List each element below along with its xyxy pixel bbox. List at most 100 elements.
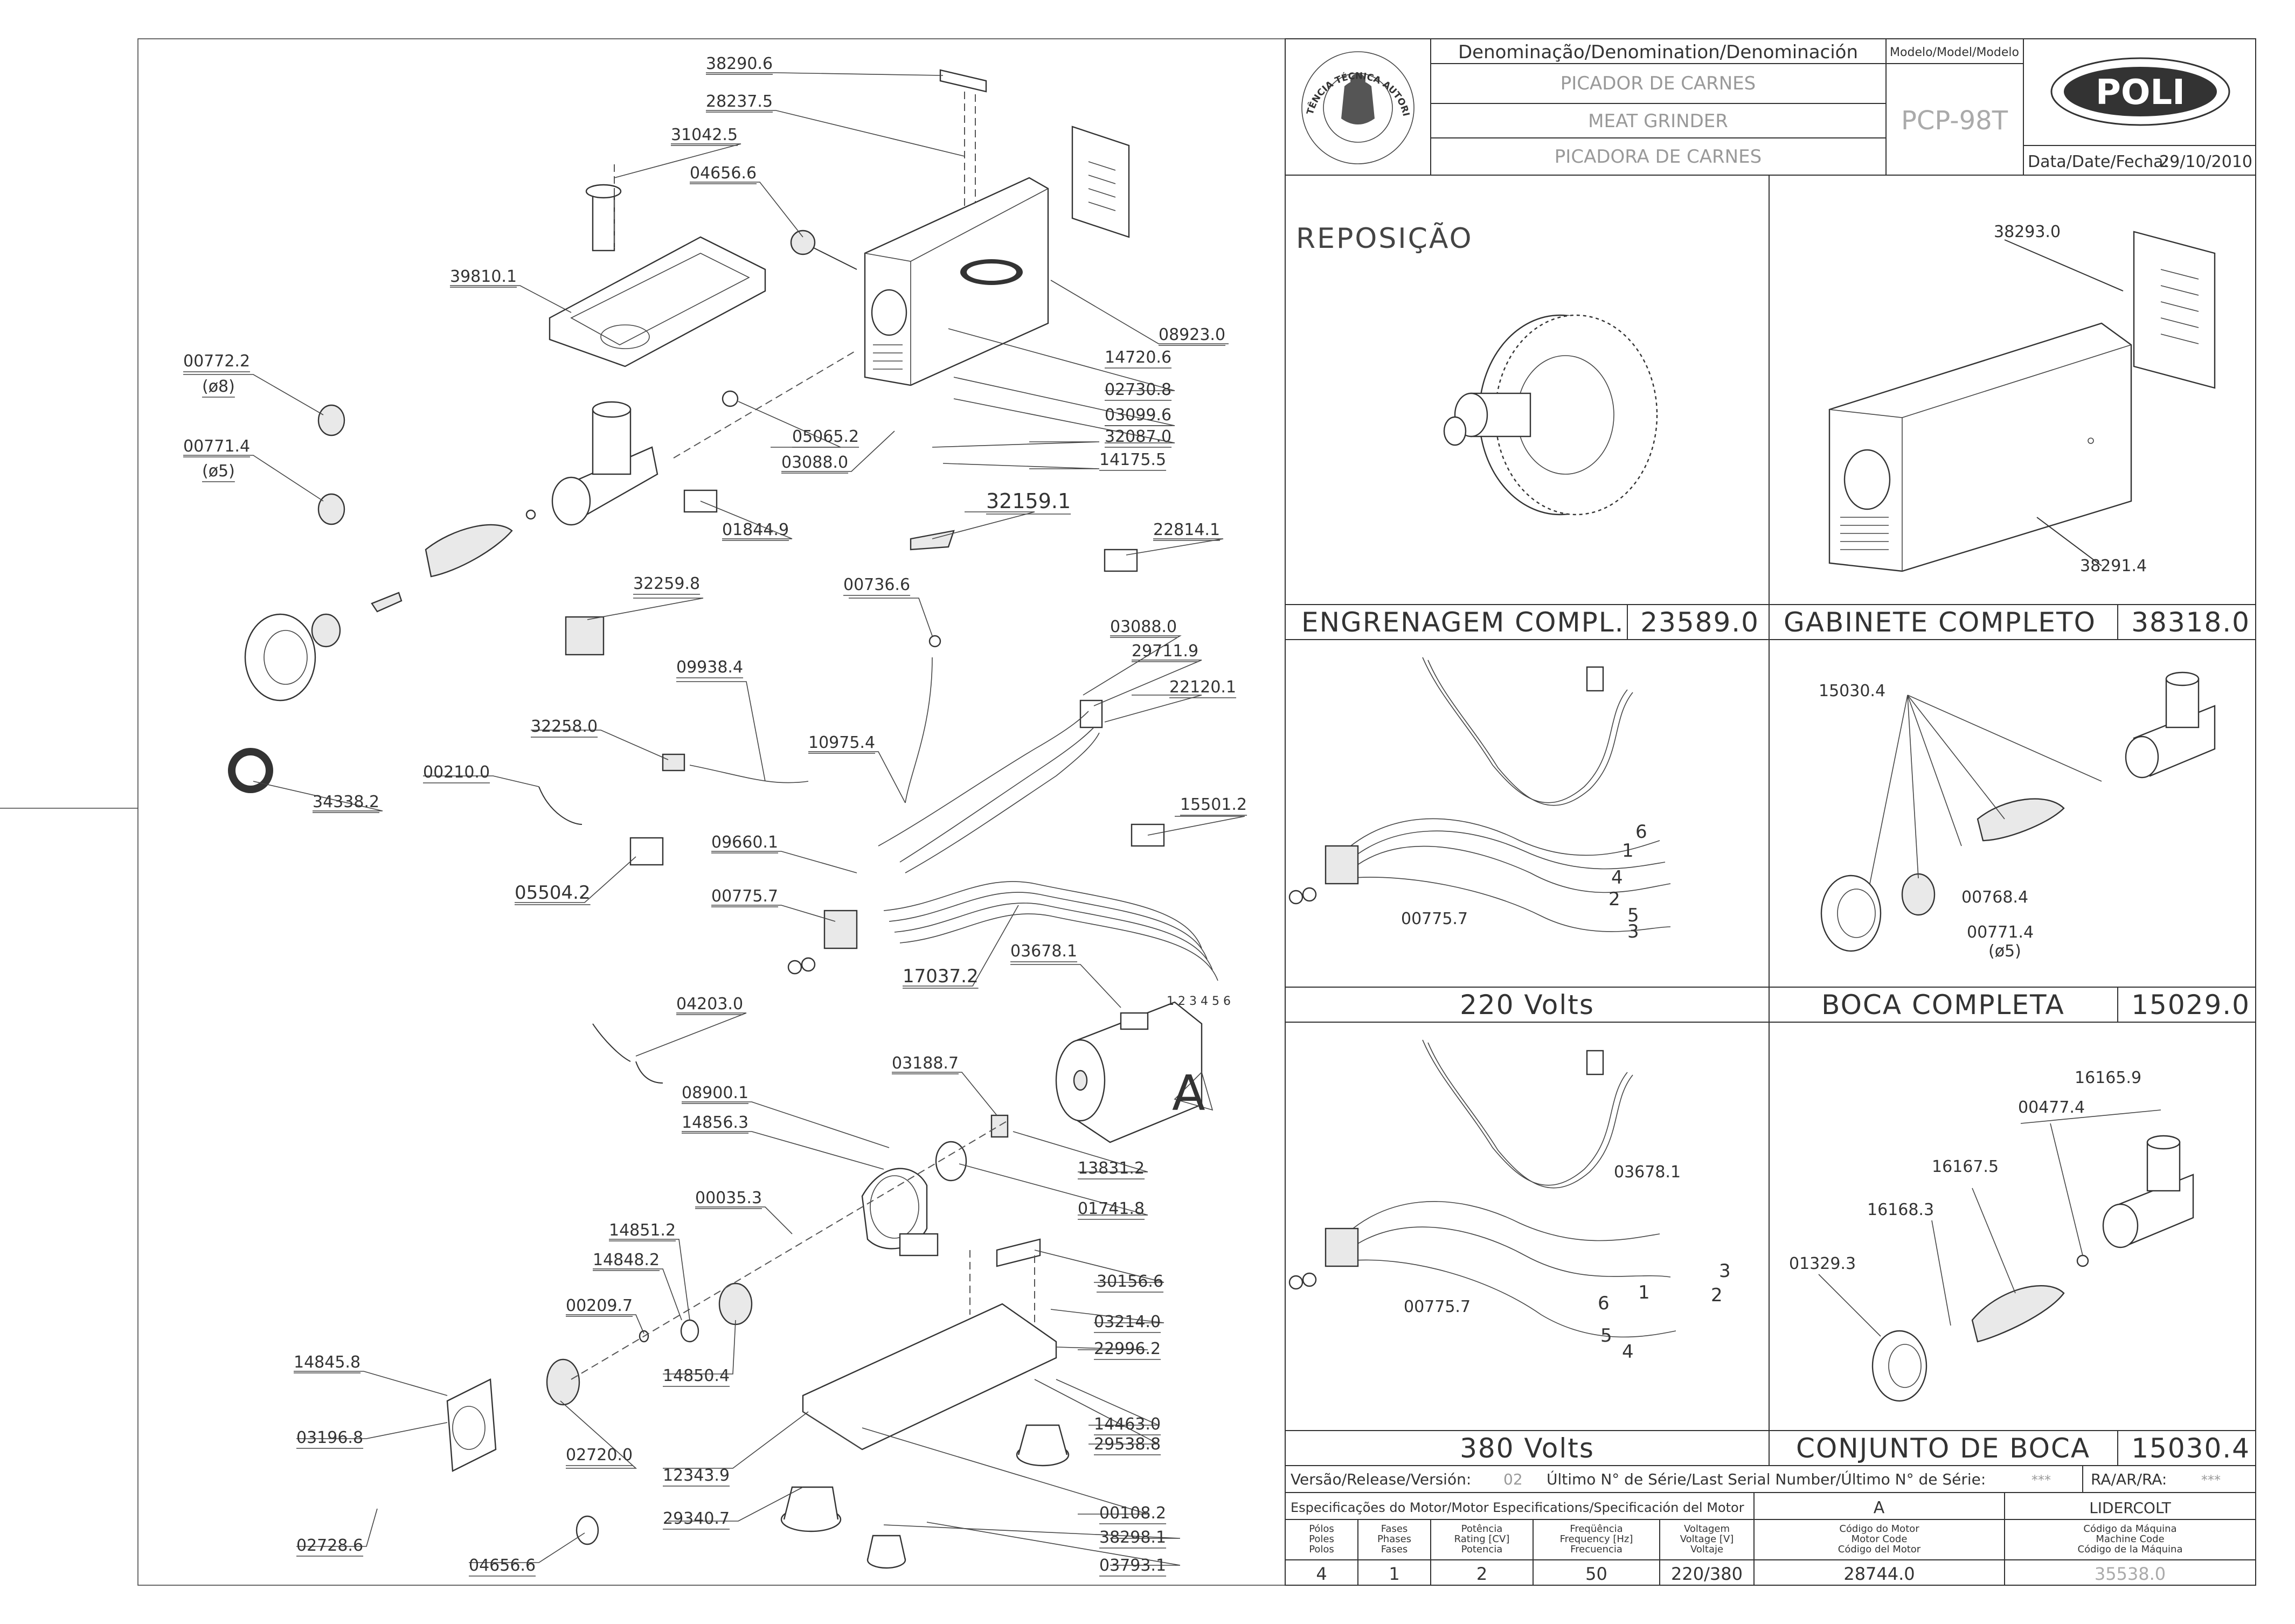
- part-00210-0: 00210.0: [423, 763, 490, 782]
- part-29340-7: 29340.7: [663, 1509, 730, 1528]
- part-00108-2: 00108.2: [1099, 1504, 1166, 1523]
- spec-column-label: Fases: [1381, 1544, 1408, 1555]
- main-part-labels: 38290.6 28237.5 31042.5 04656.6 39810.1 …: [183, 54, 1247, 1577]
- part-00736-6: 00736.6: [843, 575, 910, 594]
- spec-column-label: Potencia: [1461, 1544, 1503, 1555]
- wire-220v-1: 1: [1622, 840, 1634, 862]
- panel-code-boca: 15029.0: [2131, 989, 2250, 1021]
- part-31042-5: 31042.5: [671, 126, 738, 144]
- part-14175-5: 14175.5: [1099, 450, 1166, 469]
- part-00772-2-diameter: (ø8): [202, 377, 235, 396]
- boca-knife-part-number: 00768.4: [1961, 888, 2028, 907]
- switch-220v-part-number: 00775.7: [1401, 910, 1468, 928]
- boca-plate-part-number: 00771.4: [1967, 923, 2034, 942]
- denomination-label: Denominação/Denomination/Denominación: [1458, 41, 1858, 63]
- part-14720-6: 14720.6: [1105, 348, 1171, 367]
- wire-220v-5: 5: [1627, 905, 1639, 926]
- part-08923-0: 08923.0: [1159, 325, 1225, 344]
- part-00209-7: 00209.7: [566, 1296, 633, 1315]
- serial-label: Último N° de Série/Last Serial Number/Úl…: [1547, 1470, 1986, 1488]
- part-01844-9: 01844.9: [722, 520, 789, 539]
- wire-380v-6: 6: [1598, 1293, 1610, 1314]
- spec-column-value: 50: [1585, 1564, 1607, 1584]
- part-04656-6-nut: 04656.6: [469, 1556, 536, 1575]
- conjunto-part-16165-9: 16165.9: [2075, 1068, 2141, 1087]
- wire-220v-4: 4: [1611, 867, 1623, 889]
- version-label: Versão/Release/Versión:: [1291, 1470, 1471, 1488]
- motor-column-a: A: [1874, 1498, 1885, 1517]
- motor-wire-numbers: 1 2 3 4 5 6: [1167, 995, 1231, 1008]
- part-32087-0: 32087.0: [1105, 427, 1171, 446]
- wire-220v-3: 3: [1627, 921, 1639, 942]
- spec-column-label: Potência: [1461, 1523, 1503, 1535]
- part-04203-0: 04203.0: [676, 995, 743, 1014]
- product-name-pt: PICADOR DE CARNES: [1561, 73, 1756, 94]
- part-03088-0-bracket: 03088.0: [781, 453, 848, 472]
- part-14851-2: 14851.2: [609, 1221, 676, 1240]
- model-value: PCP-98T: [1901, 106, 2008, 136]
- spec-column-value: 1: [1389, 1564, 1399, 1584]
- ra-value: ***: [2201, 1473, 2221, 1488]
- poli-logo: POLI: [2050, 57, 2230, 126]
- part-22996-2: 22996.2: [1094, 1340, 1161, 1358]
- part-03196-8: 03196.8: [296, 1428, 363, 1447]
- spec-column-label: Código de la Máquina: [2078, 1544, 2183, 1555]
- wiring-380v-illustration: [1288, 1039, 1676, 1338]
- spec-column-label: Freqüência: [1570, 1523, 1623, 1535]
- wiring-220v-illustration: [1288, 657, 1671, 932]
- part-34338-2: 34338.2: [313, 793, 379, 811]
- part-32259-8: 32259.8: [633, 574, 700, 593]
- part-00775-7: 00775.7: [711, 887, 778, 906]
- wire-220v-2: 2: [1608, 889, 1620, 910]
- spec-column-value: 220/380: [1671, 1564, 1743, 1584]
- conjunto-part-16168-3: 16168.3: [1867, 1200, 1934, 1219]
- part-09938-4: 09938.4: [676, 658, 743, 677]
- part-05065-2: 05065.2: [792, 427, 859, 446]
- part-03678-1: 03678.1: [1010, 942, 1077, 961]
- part-00772-2: 00772.2: [183, 352, 250, 371]
- wire-380v-2: 2: [1711, 1285, 1723, 1306]
- part-29538-8: 29538.8: [1094, 1435, 1161, 1454]
- spec-column-label: Phases: [1377, 1533, 1411, 1545]
- part-22814-1: 22814.1: [1153, 520, 1220, 539]
- exploded-view: [228, 69, 1218, 1569]
- panel-title-conjunto: CONJUNTO DE BOCA: [1796, 1433, 2090, 1464]
- conjunto-part-16167-5: 16167.5: [1932, 1157, 1999, 1176]
- part-12343-9: 12343.9: [663, 1466, 730, 1485]
- panel-title-boca: BOCA COMPLETA: [1821, 989, 2065, 1021]
- part-10975-4: 10975.4: [808, 733, 875, 752]
- part-08900-1: 08900.1: [682, 1084, 748, 1102]
- boca-completa-illustration: [1820, 671, 2216, 952]
- version-value: 02: [1503, 1470, 1523, 1488]
- part-39810-1: 39810.1: [450, 267, 517, 286]
- spec-column-value: 35538.0: [2095, 1564, 2166, 1584]
- spec-column-label: Voltage [V]: [1680, 1533, 1734, 1545]
- part-30156-6: 30156.6: [1097, 1272, 1163, 1291]
- switch-380v-part-number: 00775.7: [1404, 1297, 1471, 1316]
- serial-value: ***: [2031, 1473, 2051, 1488]
- wire-380v-4: 4: [1622, 1341, 1634, 1363]
- part-22120-1: 22120.1: [1169, 678, 1236, 697]
- part-02720-0: 02720.0: [566, 1446, 633, 1465]
- part-17037-2: 17037.2: [903, 966, 979, 987]
- boca-complete-part-number: 15030.4: [1819, 682, 1885, 700]
- spec-column-label: Motor Code: [1852, 1533, 1908, 1545]
- part-00771-4: 00771.4: [183, 437, 250, 456]
- part-38298-1: 38298.1: [1099, 1528, 1166, 1547]
- conjunto-part-00477-4: 00477.4: [2018, 1098, 2085, 1117]
- motor-callout-letter: A: [1172, 1065, 1205, 1122]
- spec-column-value: 2: [1476, 1564, 1487, 1584]
- part-32258-0: 32258.0: [531, 717, 598, 736]
- spec-column-label: Código do Motor: [1839, 1523, 1919, 1535]
- leader-lines: [183, 72, 1245, 1566]
- part-04656-6-knob: 04656.6: [690, 164, 757, 183]
- part-14856-3: 14856.3: [682, 1113, 748, 1132]
- spec-column-label: Voltaje: [1690, 1544, 1723, 1555]
- part-13831-2: 13831.2: [1078, 1159, 1145, 1178]
- part-32159-1: 32159.1: [986, 489, 1071, 513]
- part-38290-6: 38290.6: [706, 54, 773, 73]
- part-14463-0: 14463.0: [1094, 1415, 1161, 1434]
- panel-title-engrenagem: ENGRENAGEM COMPL.: [1301, 607, 1624, 638]
- panel-grid: [1285, 175, 2256, 1466]
